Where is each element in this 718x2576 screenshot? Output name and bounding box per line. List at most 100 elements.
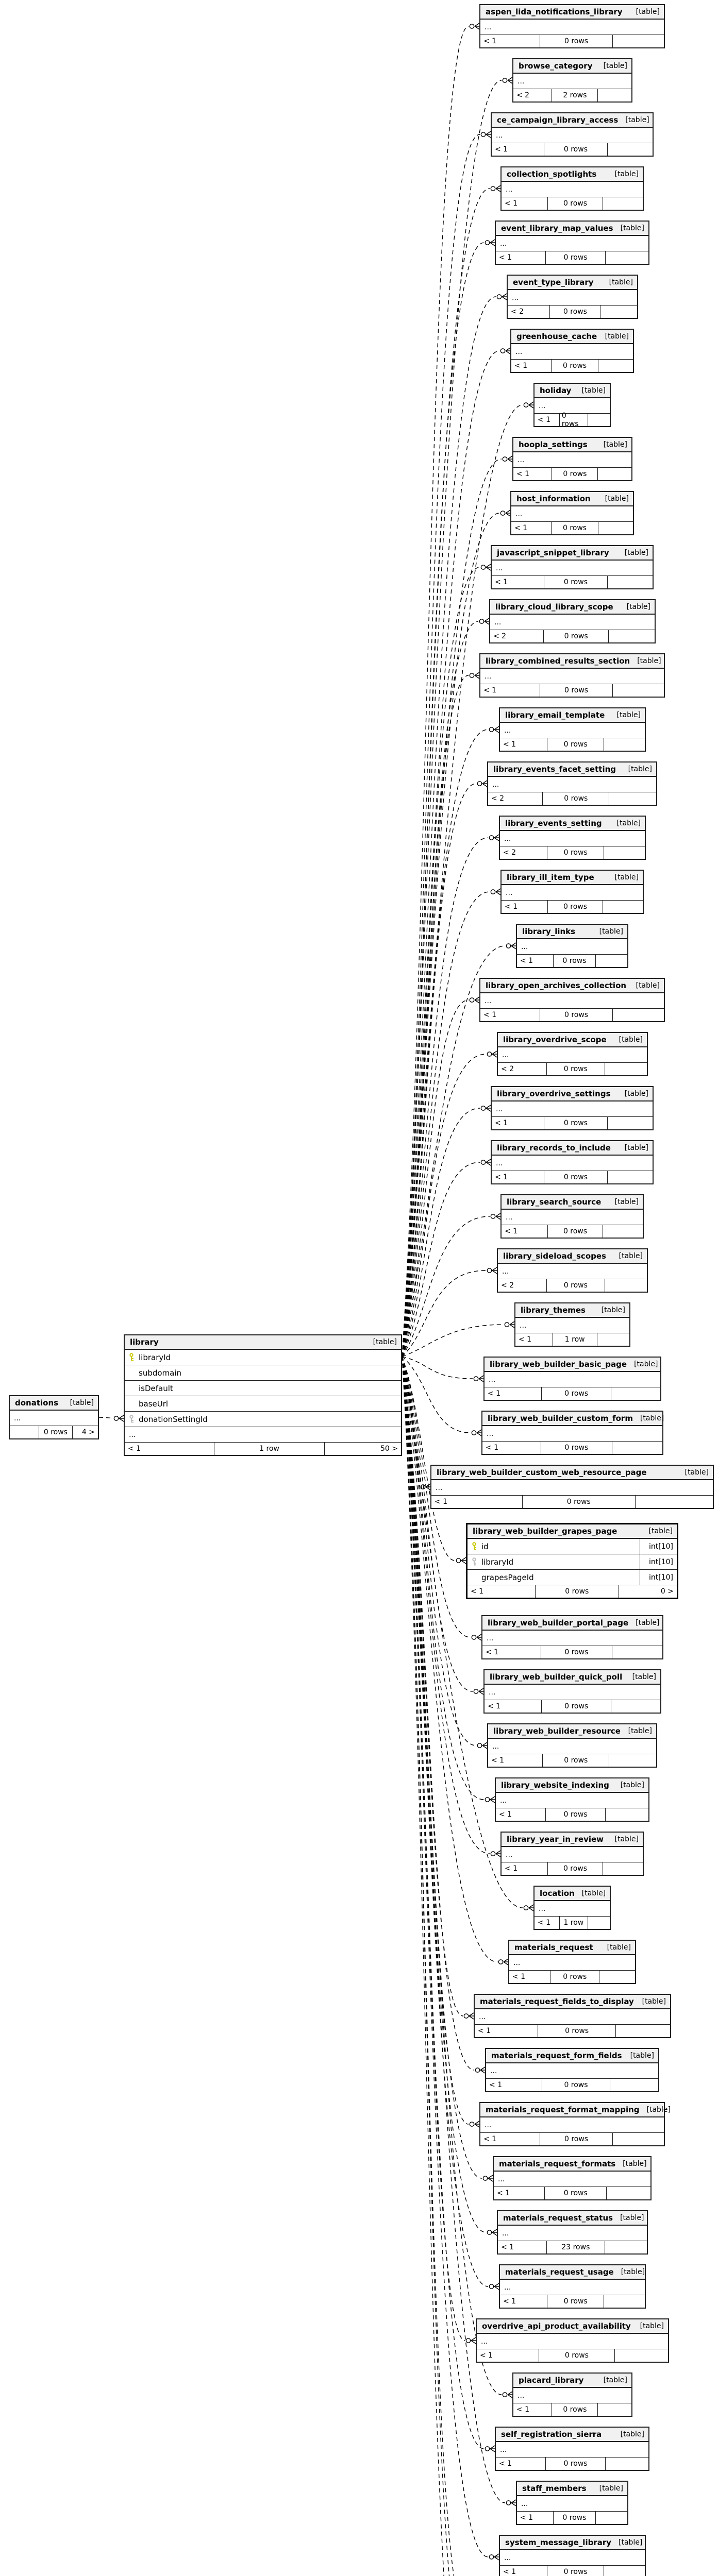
column-name: isDefault [139, 1383, 173, 1393]
footer-row-count: 0 rows [545, 2458, 606, 2470]
footer-parent-count: < 1 [538, 416, 551, 424]
relationship-connector [402, 780, 488, 1357]
relationship-connector [402, 1356, 482, 1641]
table-header: library_email_template[table] [500, 708, 645, 723]
table-node-library_web_builder_quick_poll[interactable]: library_web_builder_quick_poll[table]...… [483, 1669, 661, 1714]
columns-ellipsis: ... [513, 74, 631, 89]
footer-parent-count: < 1 [505, 903, 518, 911]
table-header: browse_category[table] [513, 59, 631, 74]
table-node-library_open_archives_collection[interactable]: library_open_archives_collection[table].… [479, 978, 665, 1022]
footer-row-count: 0 rows [542, 1754, 610, 1767]
table-header: library_web_builder_custom_form[table] [482, 1412, 664, 1426]
relationship-connector [402, 1213, 501, 1357]
table-header: library_web_builder_custom_web_resource_… [431, 1466, 713, 1480]
table-node-library_web_builder_portal_page[interactable]: library_web_builder_portal_page[table]..… [481, 1615, 663, 1659]
table-node-aspen_lida_notifications_library[interactable]: aspen_lida_notifications_library[table].… [479, 4, 665, 48]
table-node-overdrive_api_product_availability[interactable]: overdrive_api_product_availability[table… [476, 2318, 669, 2363]
footer-row-count: 1 row [213, 1443, 325, 1455]
table-node-library_web_builder_basic_page[interactable]: library_web_builder_basic_page[table]...… [483, 1357, 661, 1401]
table-header: library_sideload_scopes[table] [498, 1249, 647, 1264]
table-name: greenhouse_cache [516, 332, 597, 341]
table-node-materials_request_fields_to_display[interactable]: materials_request_fields_to_display[tabl… [474, 1994, 671, 2038]
footer-child-count [598, 360, 633, 372]
table-node-materials_request_format_mapping[interactable]: materials_request_format_mapping[table].… [479, 2102, 671, 2146]
table-type-badge: [table] [648, 1527, 673, 1535]
footer-child-count [611, 1700, 660, 1713]
table-type-badge: [table] [634, 1360, 658, 1368]
table-name: library_ill_item_type [507, 873, 594, 882]
columns-ellipsis: ... [482, 1631, 662, 1646]
table-name: library_web_builder_custom_form [488, 1414, 633, 1423]
column-name: baseUrl [139, 1399, 169, 1409]
key-slot-empty [129, 1384, 135, 1393]
table-node-library_web_builder_grapes_page[interactable]: library_web_builder_grapes_page[table]id… [466, 1523, 678, 1599]
table-node-library_web_builder_custom_web_resource_page[interactable]: library_web_builder_custom_web_resource_… [430, 1465, 714, 1509]
footer-row-count: 0 rows [538, 2349, 615, 2362]
table-name: library_combined_results_section [486, 656, 630, 666]
footer-child-count [606, 2458, 648, 2470]
table-name: system_message_library [505, 2538, 612, 2547]
table-name: hoopla_settings [519, 440, 588, 449]
footer-parent-count: < 1 [499, 2460, 512, 2468]
table-node-library_web_builder_custom_form[interactable]: library_web_builder_custom_form[table]..… [481, 1411, 664, 1455]
table-node-library_web_builder_resource[interactable]: library_web_builder_resource[table]...< … [487, 1723, 657, 1768]
footer-row-count: 0 rows [541, 1700, 612, 1713]
footer-row-count: 0 rows [542, 2079, 610, 2091]
table-header: library_overdrive_settings[table] [492, 1087, 653, 1101]
table-node-library_cloud_library_scope[interactable]: library_cloud_library_scope[table]...< 2… [489, 599, 656, 643]
footer-row-count: 0 rows [550, 522, 599, 534]
table-type-badge: [table] [637, 657, 661, 665]
table-header: event_library_map_values[table] [496, 222, 648, 236]
footer-parent-count: < 1 [486, 1444, 499, 1452]
relationship-connector [402, 455, 513, 1357]
columns-ellipsis: ... [500, 2280, 645, 2295]
columns-ellipsis: ... [502, 182, 643, 197]
table-node-materials_request_form_fields[interactable]: materials_request_form_fields[table]...<… [485, 2048, 659, 2092]
footer-row-count: 1 row [559, 1917, 588, 1929]
footer-child-count [603, 1225, 643, 1238]
column-type: int[10] [640, 1539, 677, 1554]
relationship-connector [402, 23, 480, 1357]
table-node-library_events_facet_setting[interactable]: library_events_facet_setting[table]...< … [487, 761, 657, 806]
footer-parent-count: < 1 [435, 1498, 448, 1506]
footer-child-count [608, 1117, 653, 1129]
table-node-library_combined_results_section[interactable]: library_combined_results_section[table].… [479, 653, 665, 698]
table-type-badge: [table] [70, 1399, 94, 1407]
footer-row-count: 1 row [552, 1333, 597, 1346]
table-header: library_website_indexing[table] [496, 1778, 648, 1793]
